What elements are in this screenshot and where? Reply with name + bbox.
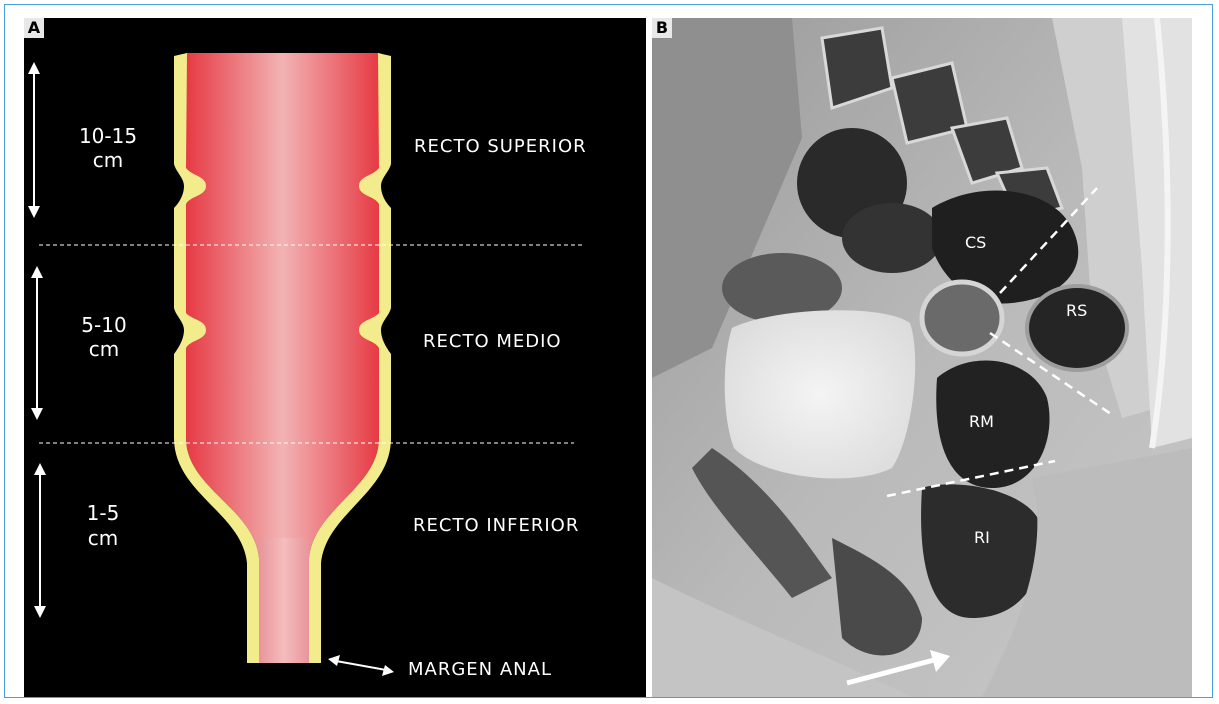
arrow-middle-range [31,266,43,420]
panel-a-letter: A [24,18,44,38]
mri-label-rm: RM [969,412,994,431]
region-label-superior: RECTO SUPERIOR [414,136,587,157]
panel-b-letter: B [652,18,672,38]
distance-middle-line1: 5-10 [81,313,126,337]
mri-label-rs: RS [1066,301,1087,320]
region-label-medio: RECTO MEDIO [423,331,562,352]
mri-svg: CS RS RM RI [652,18,1192,697]
rectum-diagram-svg: 10-15 cm 5-10 cm 1-5 cm RECTO SUPERIOR R… [24,18,646,697]
distance-upper-line2: cm [93,148,123,172]
mri-label-ri: RI [974,528,990,547]
panel-b-mri-image: CS RS RM RI B [652,18,1192,697]
arrow-upper-range [28,62,40,218]
panel-a-rectum-diagram: 10-15 cm 5-10 cm 1-5 cm RECTO SUPERIOR R… [24,18,646,697]
region-label-inferior: RECTO INFERIOR [413,515,579,536]
margin-arrow [328,655,394,676]
mri-label-cs: CS [965,233,986,252]
anal-canal-lumen [259,538,309,663]
distance-middle-line2: cm [89,337,119,361]
margin-label: MARGEN ANAL [408,659,552,680]
distance-lower-line1: 1-5 [87,501,120,525]
arrow-lower-range [34,463,46,618]
distance-lower-line2: cm [88,526,118,550]
distance-upper-line1: 10-15 [79,124,137,148]
